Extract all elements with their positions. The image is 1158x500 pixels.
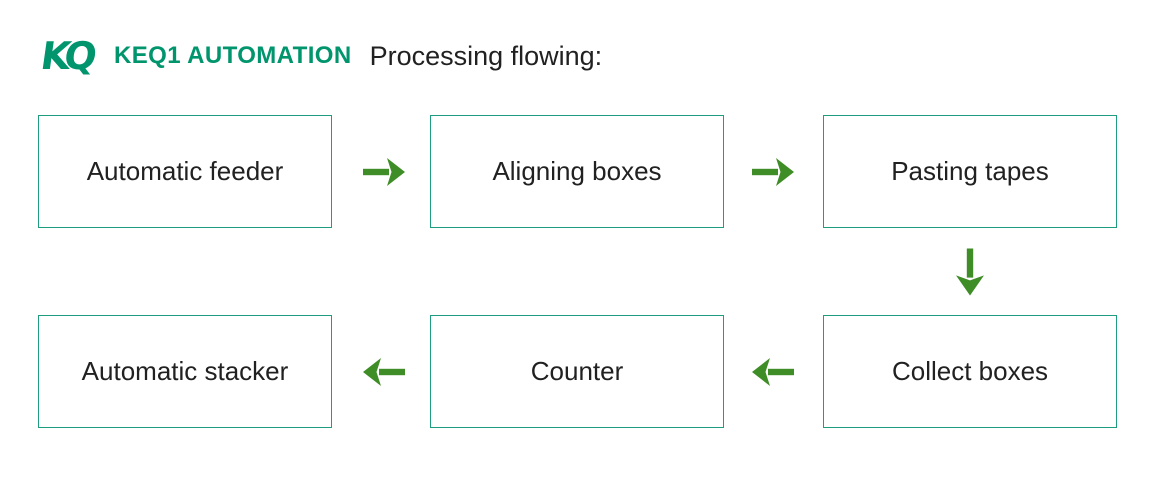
header: KQ KEQ1 AUTOMATION Processing flowing: [38, 34, 602, 78]
arrow-right-icon [752, 156, 794, 188]
arrow-right-icon [363, 156, 405, 188]
flow-node-automatic-stacker: Automatic stacker [38, 315, 332, 428]
arrow-left-icon [752, 356, 794, 388]
arrow-down-icon [954, 248, 986, 296]
flow-node-label: Aligning boxes [492, 156, 662, 186]
page-title: Processing flowing: [369, 40, 603, 71]
flow-node-counter: Counter [430, 315, 724, 428]
flow-node-pasting-tapes: Pasting tapes [823, 115, 1117, 228]
flow-node-label: Pasting tapes [891, 156, 1049, 186]
brand-name: KEQ1 AUTOMATION [114, 42, 352, 69]
arrow-left-icon [363, 356, 405, 388]
flow-node-label: Automatic feeder [86, 156, 284, 186]
flow-node-label: Collect boxes [891, 356, 1049, 386]
flow-node-aligning-boxes: Aligning boxes [430, 115, 724, 228]
kq-logo-icon: KQ [38, 35, 98, 77]
flow-node-automatic-feeder: Automatic feeder [38, 115, 332, 228]
flow-node-label: Counter [530, 356, 624, 386]
svg-text:KQ: KQ [38, 35, 98, 77]
flow-node-label: Automatic stacker [81, 356, 289, 386]
flow-node-collect-boxes: Collect boxes [823, 315, 1117, 428]
